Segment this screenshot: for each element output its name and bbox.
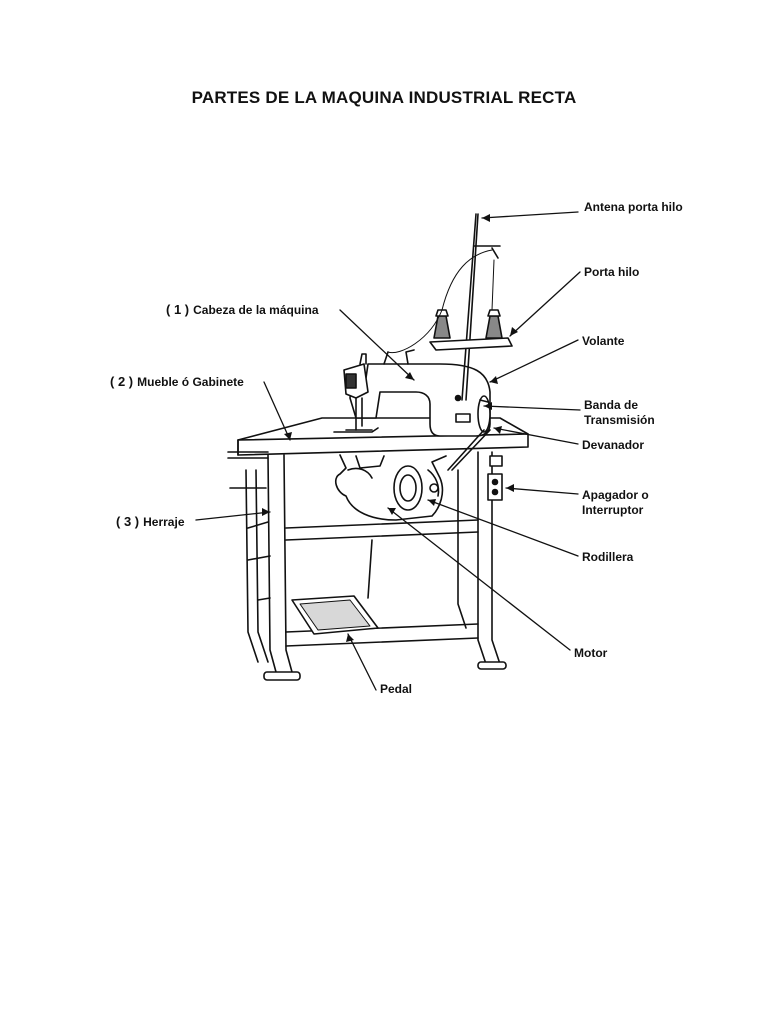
label-herraje-num: ( 3 ) — [116, 514, 140, 529]
machine-head — [333, 349, 491, 471]
label-mueble-text: Mueble ó Gabinete — [137, 375, 244, 389]
label-volante: Volante — [582, 334, 625, 348]
pedal — [291, 539, 379, 635]
label-apagador: Apagador o Interruptor — [582, 488, 649, 517]
thread-stand — [387, 213, 513, 401]
label-motor: Motor — [574, 646, 608, 660]
label-cabeza: ( 1 )Cabeza de la máquina — [166, 302, 319, 318]
leader-lines — [195, 211, 581, 691]
label-mueble: ( 2 )Mueble ó Gabinete — [110, 374, 244, 390]
switch-box — [487, 455, 503, 501]
arrowheads — [262, 214, 518, 642]
label-pedal: Pedal — [380, 682, 413, 696]
stand-frame — [227, 451, 507, 681]
label-porta-hilo: Porta hilo — [584, 265, 640, 279]
label-banda: Banda de Transmisión — [584, 398, 655, 427]
label-cabeza-num: ( 1 ) — [166, 302, 190, 317]
label-antena: Antena porta hilo — [584, 200, 683, 214]
label-cabeza-text: Cabeza de la máquina — [193, 303, 319, 317]
label-mueble-num: ( 2 ) — [110, 374, 134, 389]
page-title: PARTES DE LA MAQUINA INDUSTRIAL RECTA — [191, 88, 577, 107]
label-rodillera: Rodillera — [582, 550, 634, 564]
label-devanador: Devanador — [582, 438, 645, 452]
label-herraje-text: Herraje — [143, 515, 185, 529]
label-herraje: ( 3 )Herraje — [116, 514, 185, 530]
motor — [334, 454, 447, 521]
